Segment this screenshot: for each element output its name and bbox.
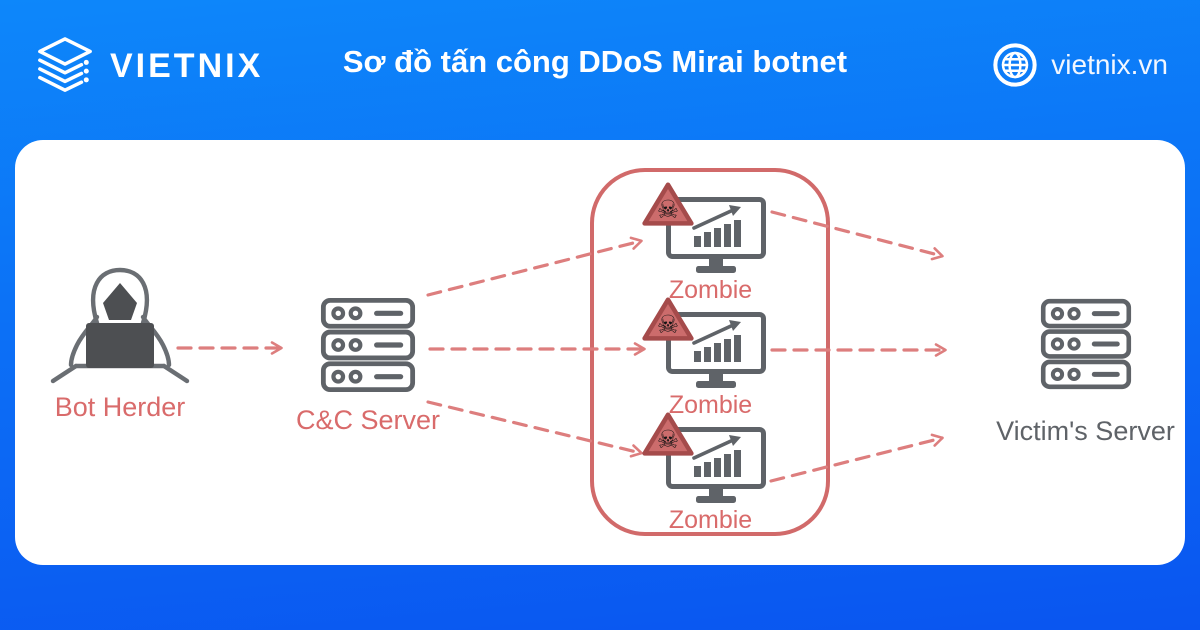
node-label: C&C Server — [295, 405, 441, 435]
node-label: Bot Herder — [54, 392, 186, 422]
diagram-card: Bot Herder C&C Server — [15, 140, 1185, 565]
botnet-group-box — [590, 168, 830, 536]
skull-glyph: ☠ — [657, 196, 680, 224]
monitor-chart-icon — [666, 427, 766, 503]
zombie-node-3: ☠ Zombie — [628, 412, 793, 534]
warning-skull-icon: ☠ — [642, 412, 694, 456]
skull-glyph: ☠ — [657, 311, 680, 339]
node-label: Zombie — [668, 506, 753, 534]
site-badge: vietnix.vn — [992, 42, 1168, 88]
monitor-chart-icon — [666, 312, 766, 388]
warning-skull-icon: ☠ — [642, 182, 694, 226]
node-label: Zombie — [668, 276, 753, 304]
header: VIETNIX Sơ đồ tấn công DDoS Mirai botnet… — [0, 0, 1200, 140]
vietnix-logo-icon — [38, 37, 92, 92]
skull-glyph: ☠ — [657, 426, 680, 454]
page-title: Sơ đồ tấn công DDoS Mirai botnet — [342, 44, 848, 79]
node-victim-server: Victim's Server — [983, 298, 1188, 447]
zombie-node-2: ☠ Zombie — [628, 297, 793, 419]
node-bot-herder: Bot Herder — [15, 258, 225, 423]
vietnix-logo-text: VIETNIX — [110, 46, 264, 85]
node-cc-server: C&C Server — [273, 297, 463, 436]
node-label: Victim's Server — [996, 416, 1175, 446]
hacker-icon — [50, 267, 190, 384]
server-rack-icon — [320, 297, 416, 393]
server-rack-icon — [1040, 298, 1131, 390]
site-label: vietnix.vn — [1051, 49, 1168, 80]
node-label: Zombie — [668, 391, 753, 419]
zombie-node-1: ☠ Zombie — [628, 182, 793, 304]
vietnix-logo: VIETNIX — [34, 34, 263, 98]
monitor-chart-icon — [666, 197, 766, 273]
warning-skull-icon: ☠ — [642, 297, 694, 341]
globe-icon — [993, 43, 1037, 87]
